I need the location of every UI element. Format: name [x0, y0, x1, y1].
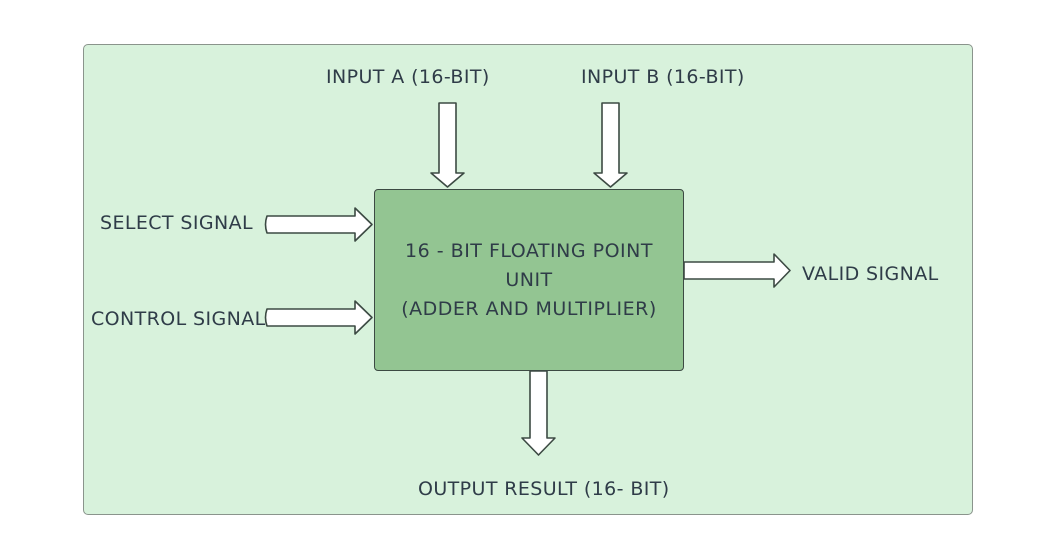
valid-signal-label: VALID SIGNAL: [802, 263, 939, 285]
input-b-arrow: [593, 102, 628, 188]
input-a-label: INPUT A (16-BIT): [326, 66, 490, 88]
input-b-label: INPUT B (16-BIT): [581, 66, 745, 88]
control-signal-arrow: [264, 300, 373, 335]
output-result-arrow: [521, 370, 556, 456]
control-signal-label: CONTROL SIGNAL: [91, 308, 266, 330]
input-a-arrow: [430, 102, 465, 188]
valid-signal-arrow: [683, 253, 791, 288]
floating-point-unit-block: 16 - BIT FLOATING POINT UNIT (ADDER AND …: [374, 189, 684, 371]
unit-title-line3: (ADDER AND MULTIPLIER): [401, 297, 657, 320]
unit-title-line2: UNIT: [505, 268, 553, 291]
select-signal-label: SELECT SIGNAL: [100, 212, 253, 234]
unit-title-line1: 16 - BIT FLOATING POINT: [405, 239, 653, 262]
output-result-label: OUTPUT RESULT (16- BIT): [418, 478, 670, 500]
select-signal-arrow: [264, 207, 373, 242]
